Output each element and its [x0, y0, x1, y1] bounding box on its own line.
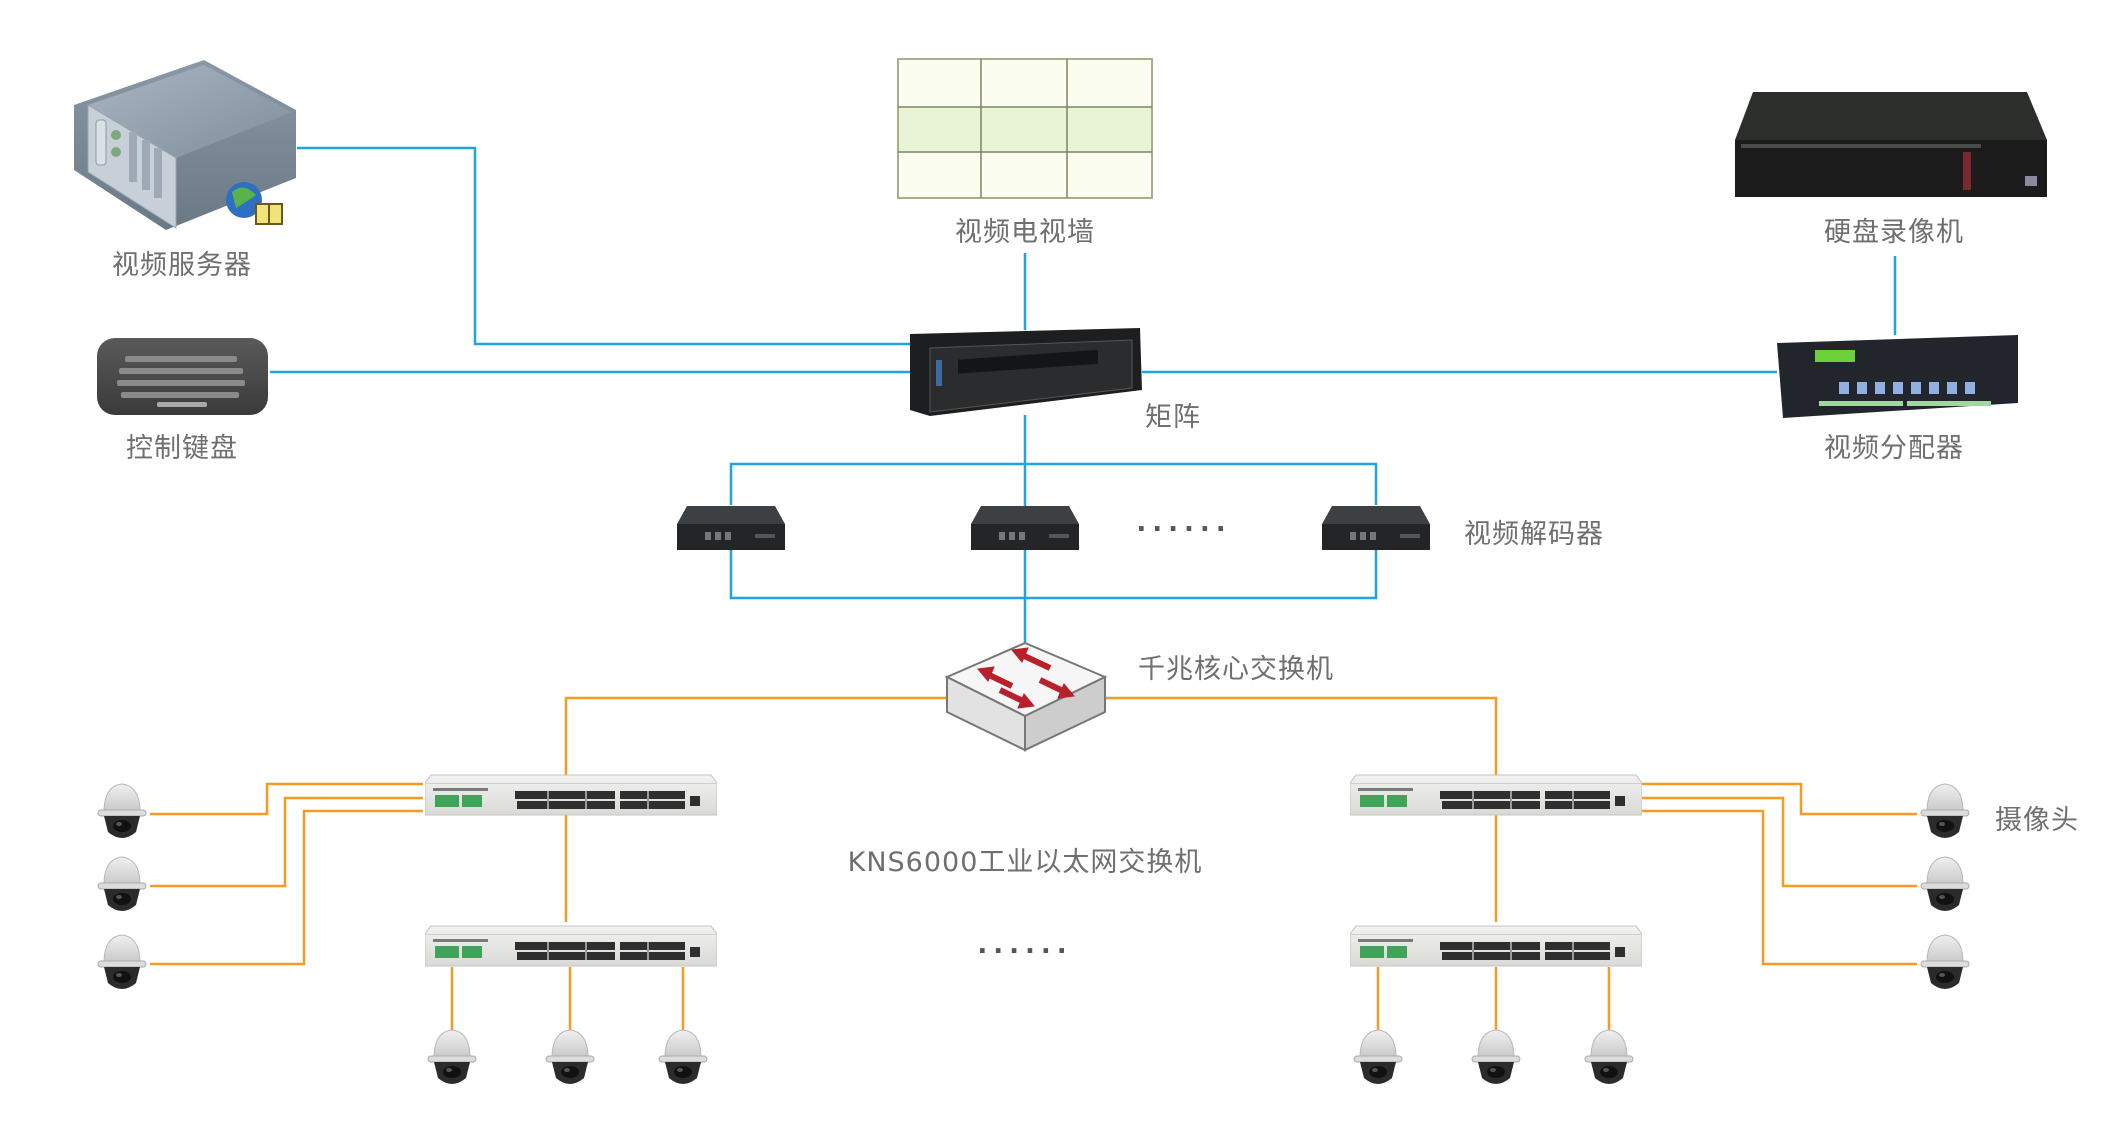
ethernet-switch-icon[interactable]: [1350, 774, 1642, 816]
decoder-bus-bottom: [729, 550, 1378, 600]
dome-camera-icon[interactable]: [97, 783, 147, 839]
video-decoder-label: 视频解码器: [1464, 519, 1604, 550]
ethernet-switch-icon[interactable]: [1350, 925, 1642, 967]
core-switch-icon[interactable]: [944, 641, 1108, 752]
video-server-label: 视频服务器: [112, 250, 252, 281]
dome-camera-icon[interactable]: [1920, 783, 1970, 839]
link-server-matrix: [297, 146, 910, 346]
dome-camera-icon[interactable]: [1920, 934, 1970, 990]
decoder-icon[interactable]: [677, 506, 785, 550]
video-distributor-label: 视频分配器: [1824, 433, 1964, 464]
dome-camera-icon[interactable]: [1471, 1029, 1521, 1085]
dome-camera-icon[interactable]: [1920, 856, 1970, 912]
core-switch-label: 千兆核心交换机: [1138, 654, 1334, 685]
dome-camera-icon[interactable]: [97, 934, 147, 990]
link-core-right: [1105, 696, 1498, 775]
network-links: [150, 696, 1917, 1030]
link-right-camera-3: [1640, 809, 1917, 966]
link-right-camera-2: [1640, 796, 1917, 888]
decoder-ellipsis: ......: [1136, 508, 1232, 538]
decoder-icon[interactable]: [971, 506, 1079, 550]
matrix-label: 矩阵: [1145, 402, 1201, 433]
link-core-left: [564, 696, 947, 775]
dome-camera-icon[interactable]: [1353, 1029, 1403, 1085]
camera-label: 摄像头: [1995, 805, 2079, 836]
dvr-icon[interactable]: [1735, 92, 2047, 197]
link-left-camera-2: [150, 796, 423, 888]
matrix-switcher-icon[interactable]: [910, 328, 1142, 416]
dome-camera-icon[interactable]: [1584, 1029, 1634, 1085]
keyboard-icon[interactable]: [97, 338, 268, 415]
video-distributor-icon[interactable]: [1777, 335, 2018, 418]
decoder-icon[interactable]: [1322, 506, 1430, 550]
dome-camera-icon[interactable]: [658, 1029, 708, 1085]
dome-camera-icon[interactable]: [97, 856, 147, 912]
industrial-switch-label: KNS6000工业以太网交换机: [847, 847, 1203, 878]
dome-camera-icon[interactable]: [545, 1029, 595, 1085]
decoder-bus-top: [729, 462, 1378, 505]
dvr-label: 硬盘录像机: [1824, 217, 1964, 248]
link-left-camera-1: [150, 782, 423, 816]
ethernet-switch-icon[interactable]: [425, 774, 717, 816]
video-wall-icon[interactable]: [897, 58, 1153, 199]
link-left-camera-3: [150, 809, 423, 966]
server-icon[interactable]: [74, 60, 296, 230]
ethernet-switch-icon[interactable]: [425, 925, 717, 967]
control-keyboard-label: 控制键盘: [126, 433, 238, 464]
video-wall-label: 视频电视墙: [955, 217, 1095, 248]
switch-ellipsis: ......: [977, 930, 1073, 960]
dome-camera-icon[interactable]: [427, 1029, 477, 1085]
link-right-camera-1: [1640, 782, 1917, 816]
